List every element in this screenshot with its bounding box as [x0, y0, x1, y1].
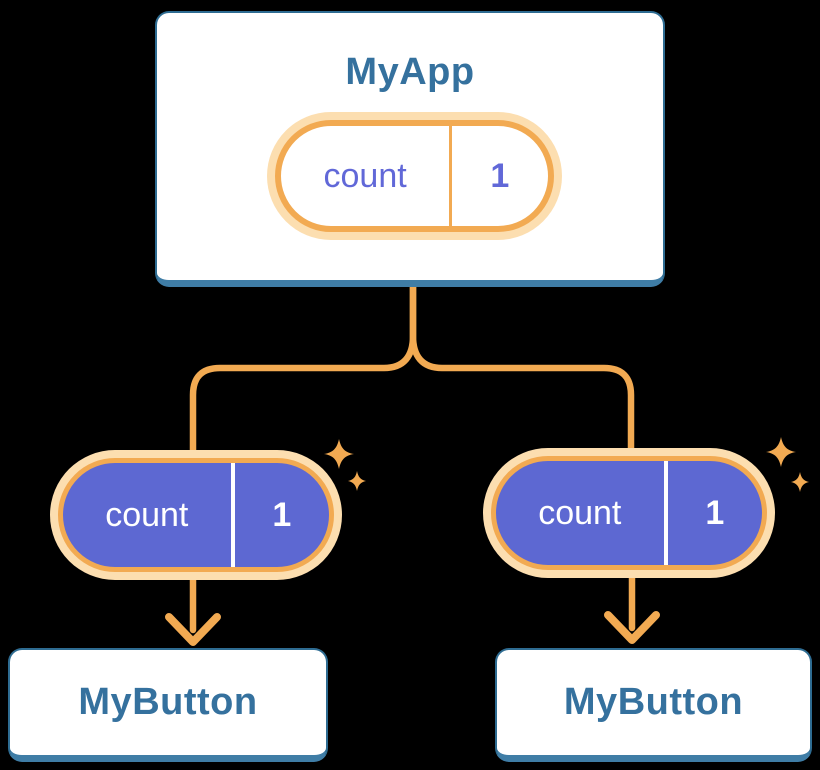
- prop-value: 1: [705, 493, 725, 532]
- prop-pill-left-body: count 1: [58, 458, 334, 572]
- sparkle-icon: [766, 437, 796, 467]
- branch-right-connector: [409, 283, 635, 454]
- component-title: MyButton: [78, 681, 258, 723]
- arrow-right-head-icon: [604, 611, 660, 644]
- state-pill-root: count 1: [267, 112, 562, 240]
- state-value: 1: [490, 156, 510, 195]
- component-card-myapp: MyApp: [155, 11, 665, 287]
- prop-value: 1: [272, 495, 292, 534]
- sparkle-icon: [791, 472, 809, 492]
- prop-pill-right-body: count 1: [491, 456, 767, 570]
- branch-left-connector: [189, 283, 417, 456]
- pill-divider: [449, 126, 452, 226]
- component-title: MyButton: [563, 681, 744, 723]
- arrow-left-head-icon: [165, 613, 221, 646]
- state-label: count: [323, 156, 407, 195]
- pill-divider: [663, 461, 668, 565]
- component-title: MyApp: [345, 51, 475, 93]
- state-pill-root-body: count 1: [275, 120, 554, 232]
- prop-label: count: [538, 493, 622, 532]
- prop-label: count: [105, 495, 189, 534]
- pill-divider: [230, 463, 235, 567]
- prop-pill-right: count 1: [483, 448, 775, 578]
- component-card-mybutton-left: MyButton: [8, 648, 328, 762]
- sparkle-icon: [324, 439, 354, 469]
- sparkle-icon: [348, 471, 366, 491]
- component-card-mybutton-right: MyButton: [495, 648, 812, 762]
- prop-pill-left: count 1: [50, 450, 342, 580]
